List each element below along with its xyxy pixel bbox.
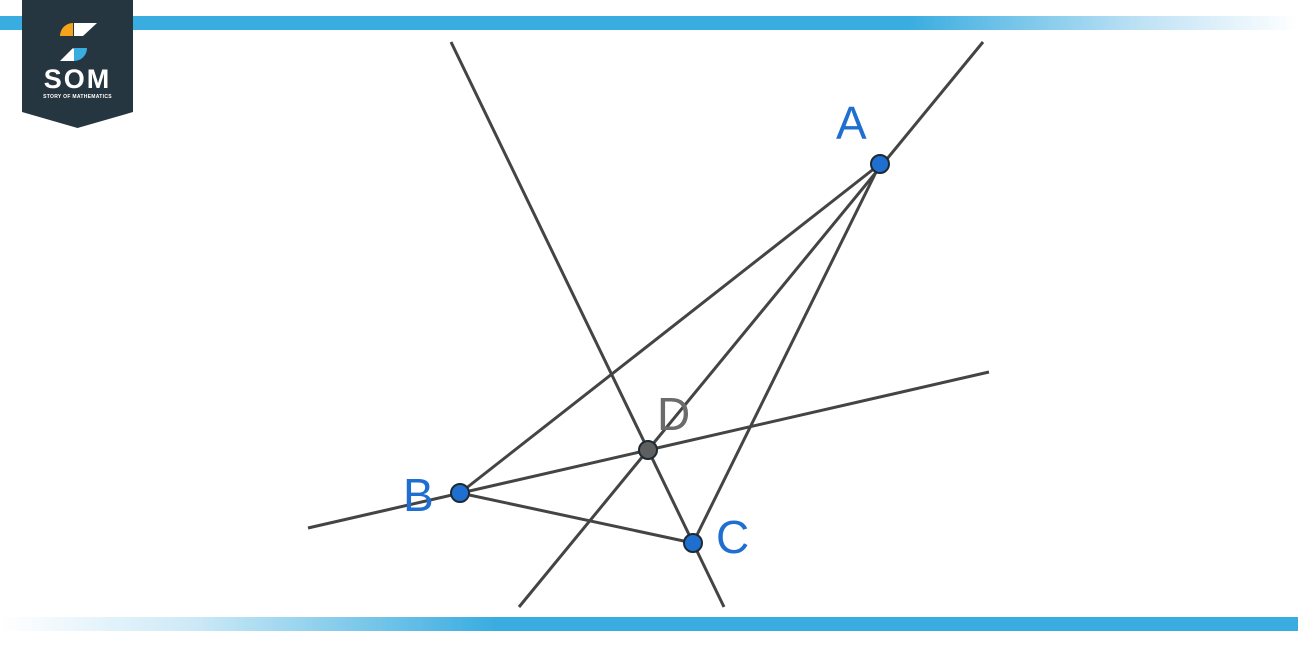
- label-B: B: [403, 469, 434, 521]
- segment-AC: [691, 163, 882, 544]
- logo-subtitle: STORY OF MATHEMATICS: [43, 94, 112, 100]
- line-through-A: [517, 41, 985, 608]
- point-C[interactable]: [683, 533, 703, 553]
- top-accent-bar: [0, 16, 1298, 30]
- point-D[interactable]: [638, 440, 658, 460]
- logo-badge: [22, 0, 133, 128]
- logo-s-icon: [60, 23, 97, 61]
- label-A: A: [836, 97, 867, 149]
- segment-AB: [459, 162, 881, 495]
- som-logo: SOM STORY OF MATHEMATICS: [22, 0, 133, 128]
- segment-BC: [459, 491, 694, 545]
- point-A[interactable]: [870, 154, 890, 174]
- point-B[interactable]: [450, 483, 470, 503]
- logo-title: SOM: [43, 64, 112, 94]
- lines: [307, 41, 990, 608]
- bottom-accent-bar: [0, 617, 1298, 631]
- label-D: D: [657, 388, 690, 440]
- label-C: C: [716, 511, 749, 563]
- line-through-C: [449, 41, 726, 608]
- points: [450, 154, 890, 553]
- point-labels: A B C D: [403, 97, 867, 563]
